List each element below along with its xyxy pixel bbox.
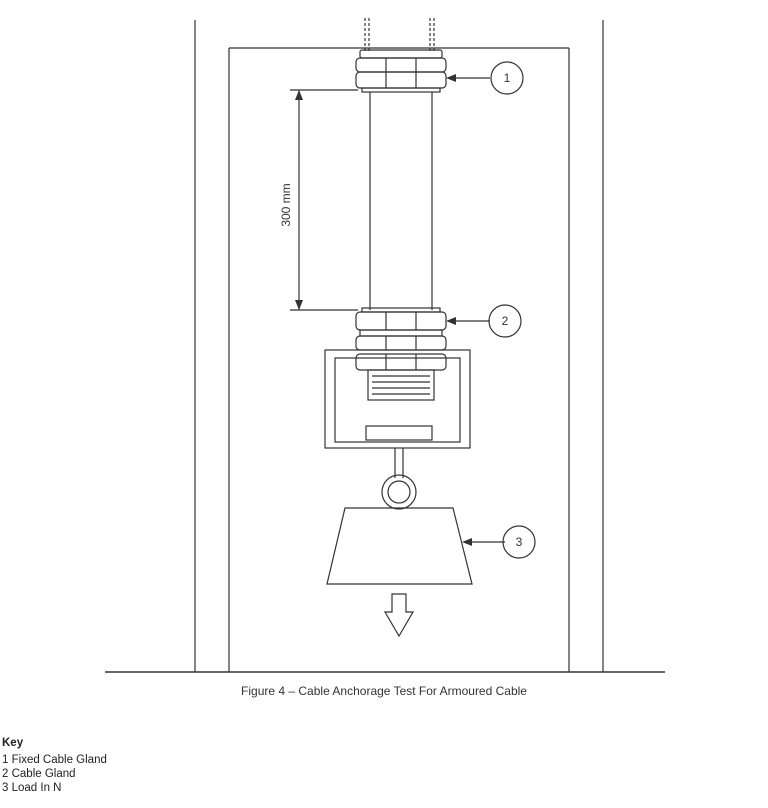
key-item-label: Cable Gland (11, 768, 76, 780)
key-legend: Key 1 Fixed Cable Gland 2 Cable Gland 3 … (2, 736, 107, 795)
key-item-label: Fixed Cable Gland (11, 754, 107, 766)
load-hanger (381, 448, 417, 510)
key-item-number: 1 (2, 754, 9, 766)
key-item: 3 Load In N (2, 781, 107, 795)
key-item-label: Load In N (11, 782, 62, 794)
cable-gland (355, 307, 447, 351)
test-frame (105, 20, 665, 673)
callout-2: 2 (488, 304, 522, 338)
key-item: 1 Fixed Cable Gland (2, 753, 107, 767)
figure-caption: Figure 4 – Cable Anchorage Test For Armo… (241, 684, 527, 698)
fixed-cable-gland (355, 49, 447, 93)
cable-anchorage-diagram: 300 mm (105, 18, 665, 673)
load-direction-arrow (383, 593, 415, 638)
key-item: 2 Cable Gland (2, 767, 107, 781)
key-item-number: 3 (2, 782, 9, 794)
key-title: Key (2, 737, 24, 749)
dimension-marker (290, 89, 358, 311)
callout-3: 3 (502, 525, 536, 559)
cable-top (364, 18, 435, 52)
callout-2-number: 2 (502, 314, 509, 328)
callout-1-number: 1 (504, 71, 511, 85)
callout-3-number: 3 (516, 535, 523, 549)
load-bracket (324, 349, 471, 449)
callout-leaders (446, 74, 505, 546)
armoured-cable (369, 92, 433, 310)
key-item-number: 2 (2, 768, 9, 780)
callout-1: 1 (490, 61, 524, 95)
load-weight (326, 507, 473, 585)
dimension-label: 300 mm (279, 183, 293, 226)
